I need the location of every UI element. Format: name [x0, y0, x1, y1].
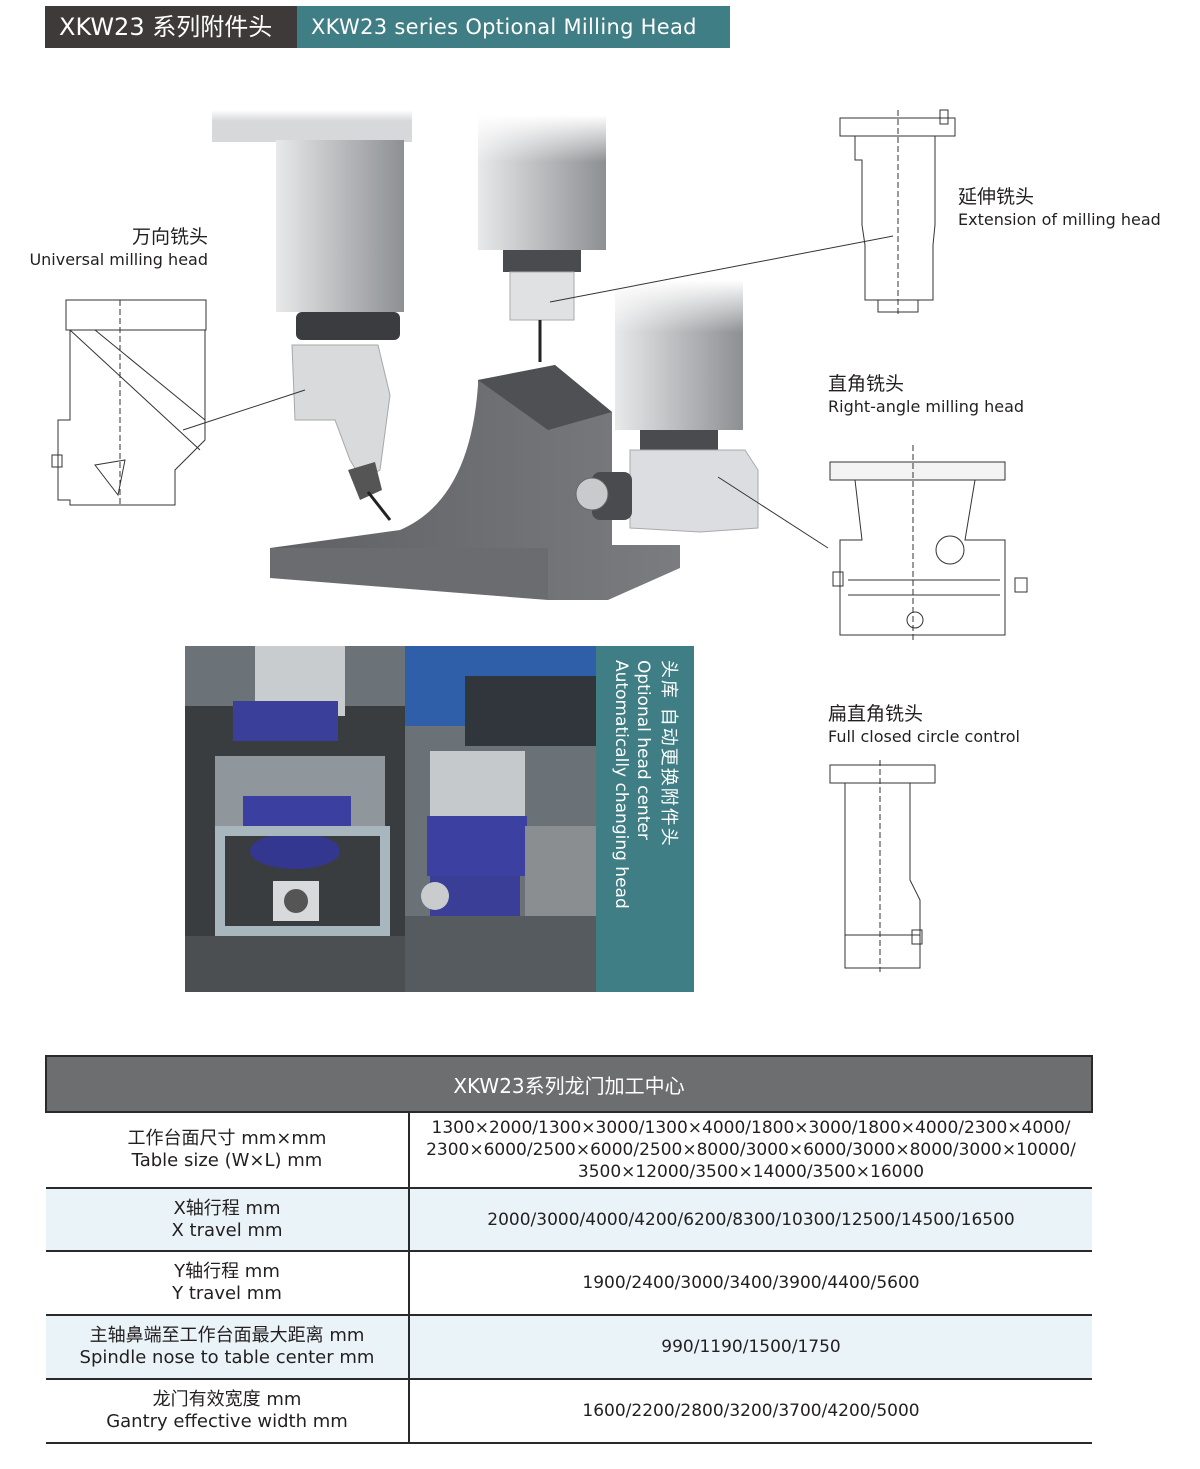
extension-head-drawing	[839, 109, 956, 315]
universal-head-render	[276, 140, 404, 521]
header-title-cn: XKW23 系列附件头	[45, 6, 297, 48]
milling-heads-illustration	[51, 109, 1028, 972]
head-library-cn: 头库 自动更换附件头	[658, 660, 679, 848]
render-top-block	[212, 110, 412, 142]
head-library-photo-2	[405, 646, 596, 992]
spec-table-title: XKW23系列龙门加工中心	[45, 1055, 1093, 1113]
right-angle-head-label: 直角铣头 Right-angle milling head	[828, 373, 1025, 416]
header-title-en: XKW23 series Optional Milling Head	[297, 6, 730, 48]
head-library-en1: Optional head center	[633, 660, 653, 840]
universal-head-drawing	[51, 299, 207, 506]
leader-lines	[182, 235, 894, 549]
extension-head-render	[478, 115, 606, 362]
head-library-en2: Automatically changing head	[611, 660, 631, 909]
universal-head-label: 万向铣头 Universal milling head	[29, 226, 208, 269]
spec-table-header: XKW23系列龙门加工中心	[45, 1055, 1093, 1113]
right-angle-head-drawing	[829, 445, 1028, 640]
workpiece-fixture	[270, 365, 680, 600]
right-angle-head-render	[575, 280, 759, 533]
page-header: XKW23 系列附件头 XKW23 series Optional Millin…	[45, 6, 730, 48]
flat-right-angle-head-drawing	[829, 760, 936, 972]
flat-right-angle-head-label: 扁直角铣头 Full closed circle control	[828, 703, 1020, 746]
head-library-caption: 头库 自动更换附件头 Optional head center Automati…	[596, 646, 694, 992]
extension-head-label: 延伸铣头 Extension of milling head	[958, 186, 1161, 229]
head-library-photo-1	[185, 646, 405, 992]
